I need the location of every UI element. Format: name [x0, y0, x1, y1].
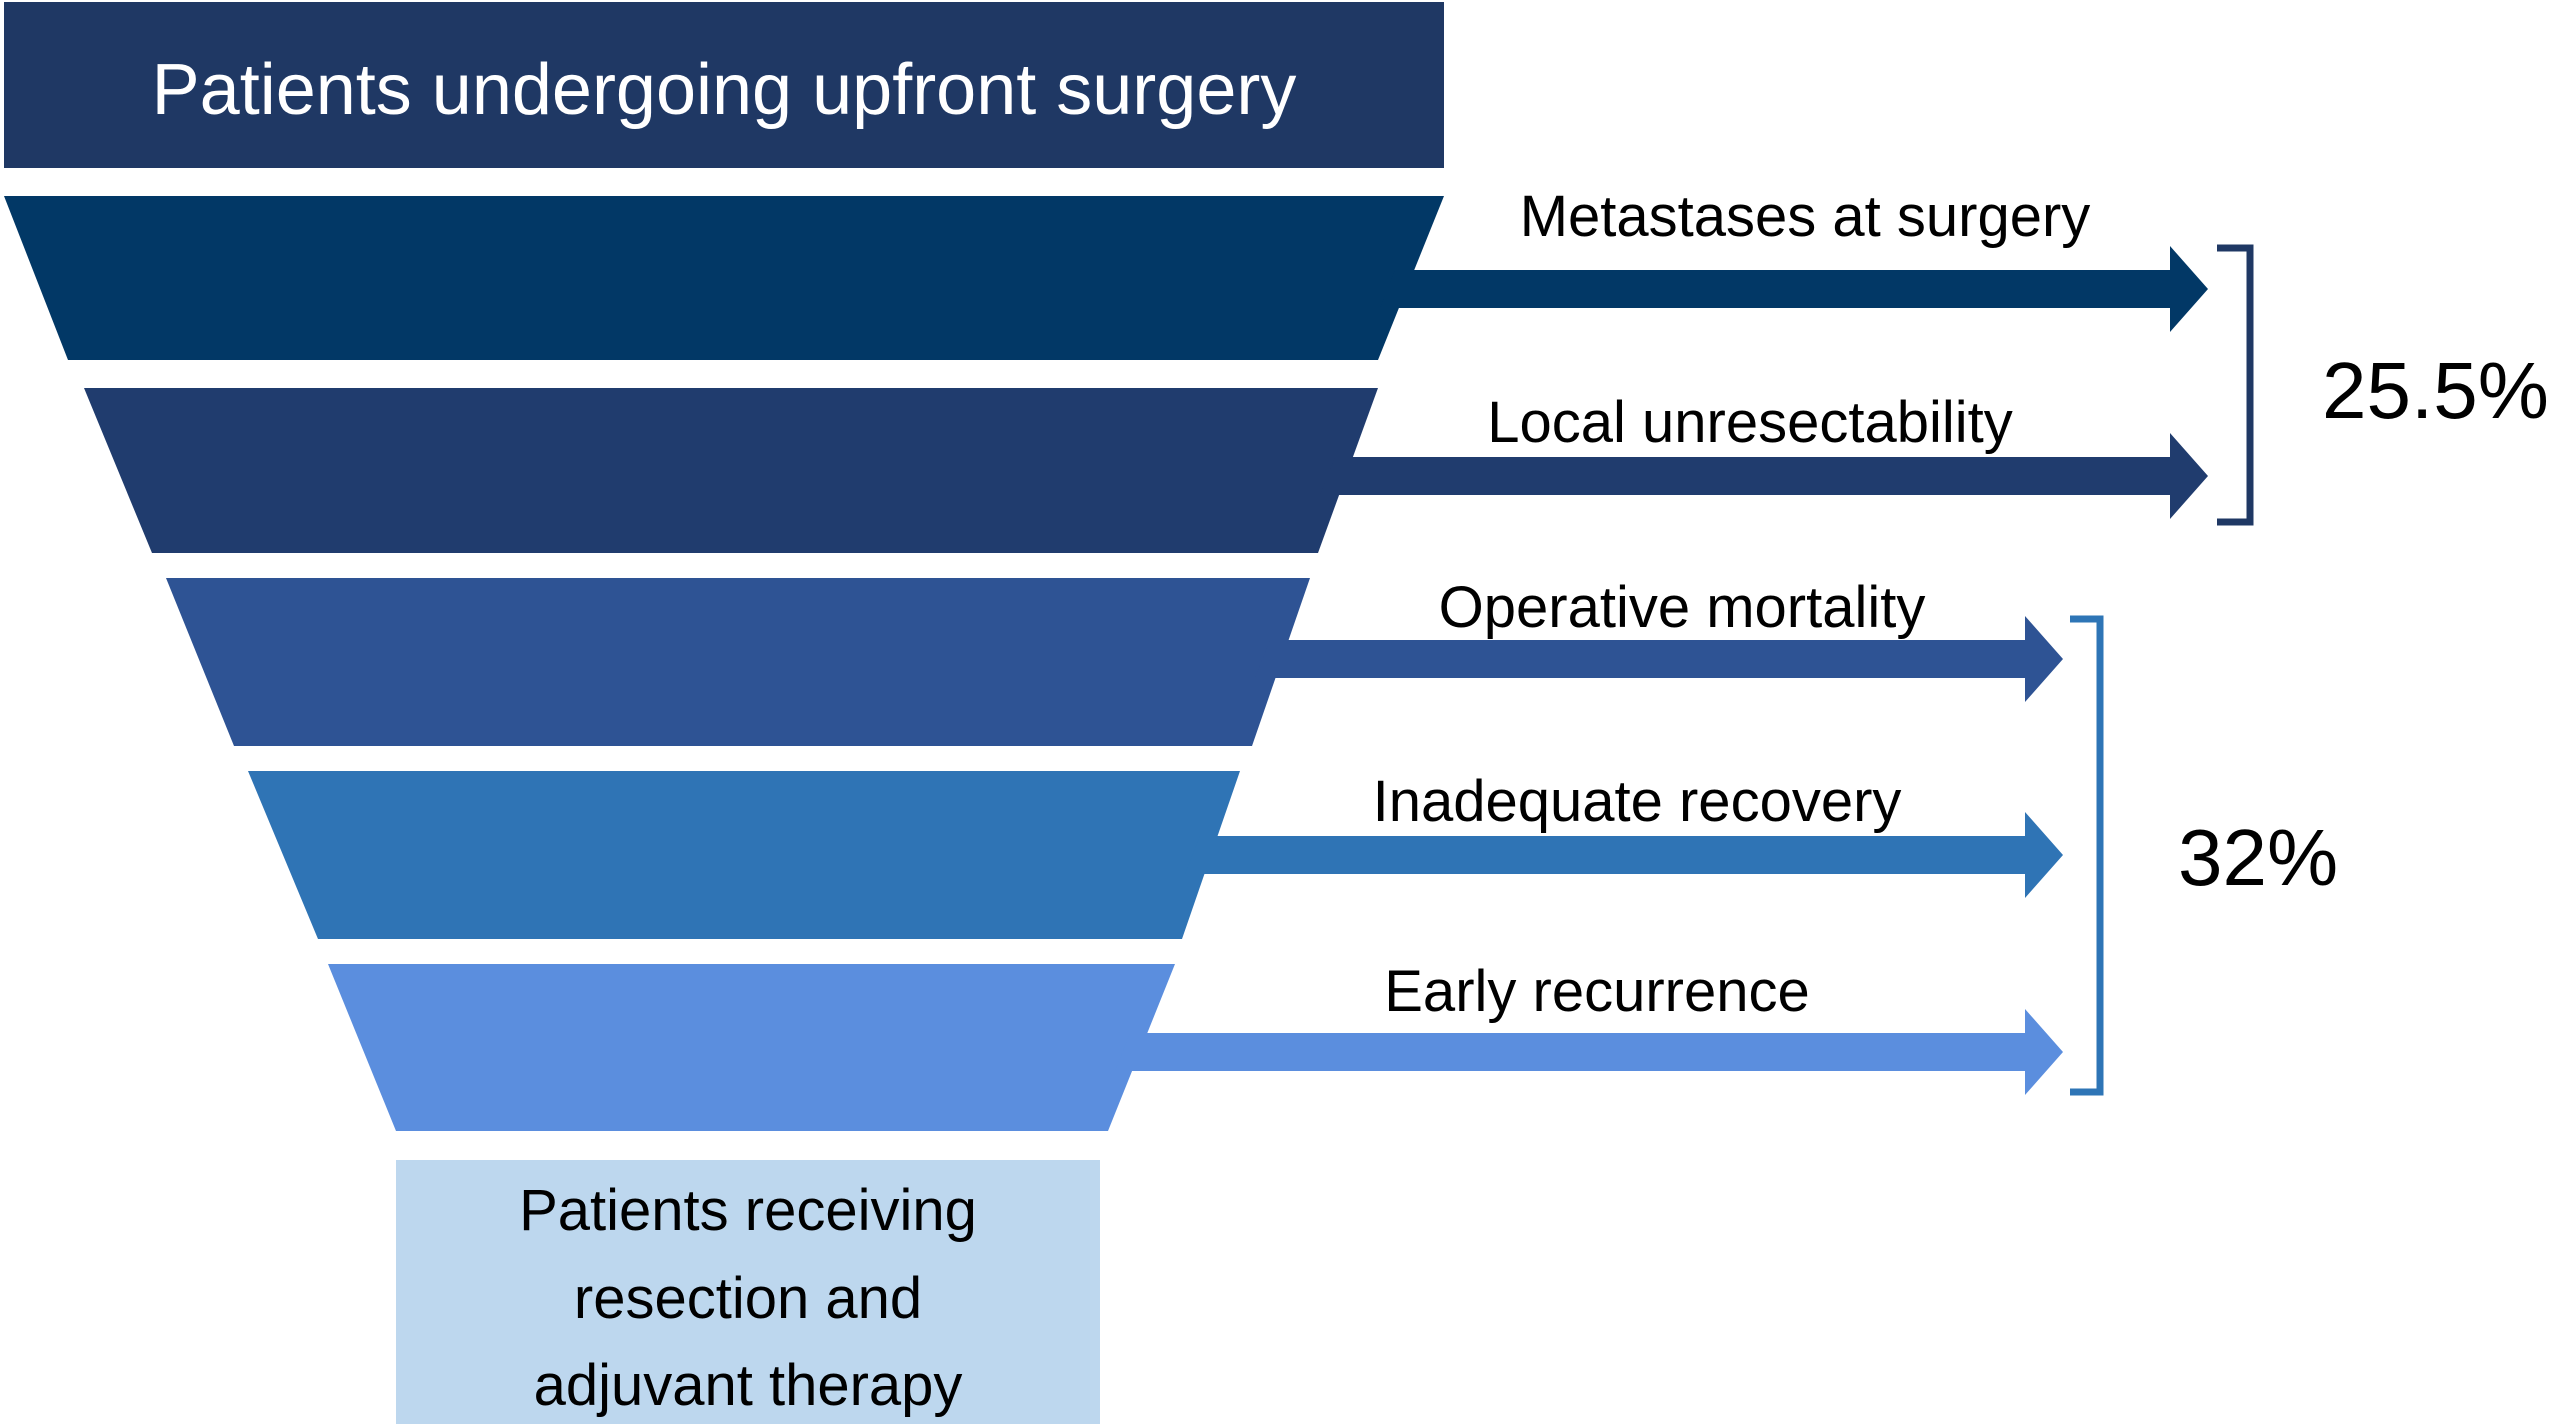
stage-label-early-recurrence: Early recurrence	[1384, 959, 1809, 1024]
stage-label-operative-mortality: Operative mortality	[1439, 575, 1926, 640]
bottom-box-line-2: resection and	[574, 1266, 922, 1331]
bracket-group-1	[2217, 244, 2254, 526]
funnel-stage-operative-mortality	[166, 578, 1310, 746]
bottom-box-line-3: adjuvant therapy	[534, 1353, 963, 1418]
funnel-stage-metastases	[4, 196, 1444, 360]
bottom-box	[396, 1160, 1100, 1424]
bottom-box-line-1: Patients receiving	[519, 1178, 977, 1243]
top-box-label: Patients undergoing upfront surgery	[152, 50, 1297, 130]
group-2-percent: 32%	[2178, 813, 2338, 902]
arrow-local-unresectability	[1320, 433, 2208, 519]
stage-label-local-unresectability: Local unresectability	[1487, 390, 2013, 455]
bracket-group-2	[2070, 615, 2104, 1096]
arrow-operative-mortality	[1255, 616, 2063, 702]
stage-label-metastases: Metastases at surgery	[1520, 184, 2091, 249]
arrow-metastases	[1380, 246, 2208, 332]
funnel-stage-local-unresectability	[84, 388, 1378, 553]
arrow-inadequate-recovery	[1185, 812, 2063, 898]
funnel-stage-inadequate-recovery	[248, 771, 1240, 939]
arrow-early-recurrence	[1115, 1009, 2063, 1095]
group-1-percent: 25.5%	[2322, 346, 2549, 435]
funnel-stage-early-recurrence	[328, 964, 1175, 1131]
top-box	[4, 2, 1444, 168]
stage-label-inadequate-recovery: Inadequate recovery	[1373, 769, 1902, 834]
